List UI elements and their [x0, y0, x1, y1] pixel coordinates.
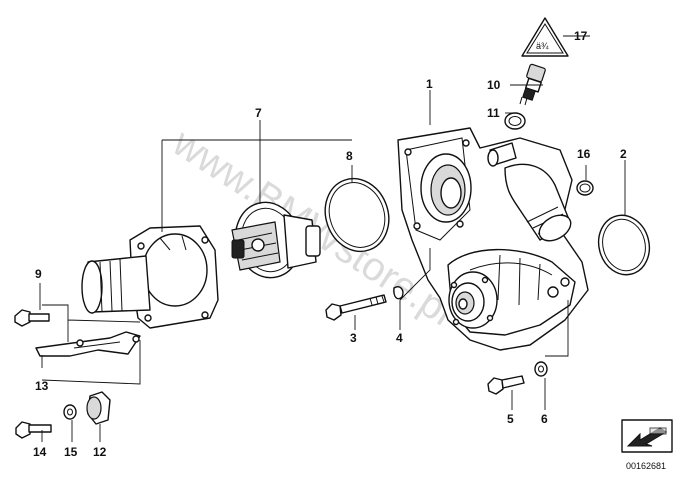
callout-7: 7 — [255, 106, 262, 120]
temperature-sensor — [519, 63, 546, 106]
bolt-9 — [14, 309, 50, 327]
clip-4 — [393, 286, 404, 300]
washer-15 — [63, 404, 77, 420]
callout-2: 2 — [620, 147, 627, 161]
rubber-bushing — [86, 391, 111, 425]
bolt-5 — [487, 375, 525, 395]
triangle-warning-icon: ä¾ — [521, 17, 569, 57]
water-pump-housing — [397, 127, 589, 351]
callout-1: 1 — [426, 77, 433, 91]
callout-17: 17 — [574, 29, 588, 43]
thermostat-cover — [81, 225, 219, 329]
callout-13: 13 — [35, 379, 49, 393]
callout-14: 14 — [33, 445, 47, 459]
callout-5: 5 — [507, 412, 514, 426]
callout-9: 9 — [35, 267, 42, 281]
callout-6: 6 — [541, 412, 548, 426]
callout-11: 11 — [487, 106, 500, 120]
reference-code: 00162681 — [626, 461, 666, 471]
bracket-strap — [35, 331, 141, 357]
gasket-ring-thermostat — [324, 177, 390, 253]
thermostat — [231, 201, 321, 279]
gasket-ring-large — [597, 214, 651, 276]
o-ring-small — [504, 112, 526, 130]
callout-12: 12 — [93, 445, 107, 459]
washer-6 — [534, 361, 548, 377]
bolt-3 — [325, 294, 387, 321]
seal-ring — [576, 180, 594, 196]
leader-lines — [39, 35, 626, 442]
callout-10: 10 — [487, 78, 501, 92]
callout-16: 16 — [577, 147, 591, 161]
callout-15: 15 — [64, 445, 78, 459]
callout-8: 8 — [346, 149, 353, 163]
arrow-box-icon — [621, 419, 673, 453]
callout-4: 4 — [396, 331, 403, 345]
bolt-14 — [15, 421, 52, 439]
callout-labels: 17 10 11 1 2 16 8 7 9 13 14 15 12 3 4 5 … — [33, 29, 627, 459]
callout-3: 3 — [350, 331, 357, 345]
warning-symbol-text: ä¾ — [536, 41, 549, 51]
